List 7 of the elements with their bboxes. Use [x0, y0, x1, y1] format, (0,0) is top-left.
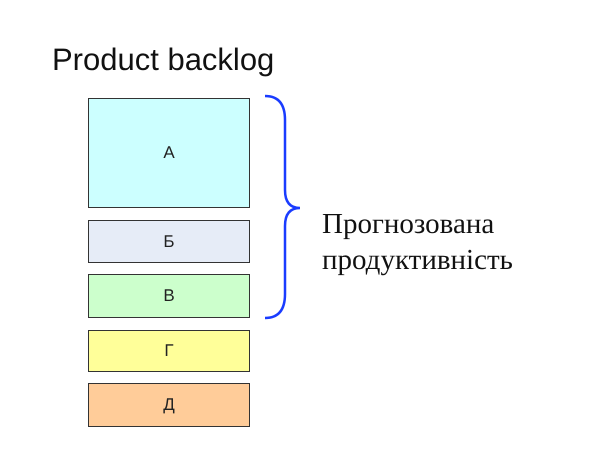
backlog-item-box: Б [88, 220, 250, 263]
title: Product backlog [52, 42, 274, 78]
backlog-item-box: А [88, 98, 250, 208]
backlog-item-box: В [88, 274, 250, 318]
backlog-item-box: Г [88, 330, 250, 372]
bracket-label: Прогнозована продуктивність [322, 207, 514, 278]
backlog-item-box: Д [88, 383, 250, 427]
